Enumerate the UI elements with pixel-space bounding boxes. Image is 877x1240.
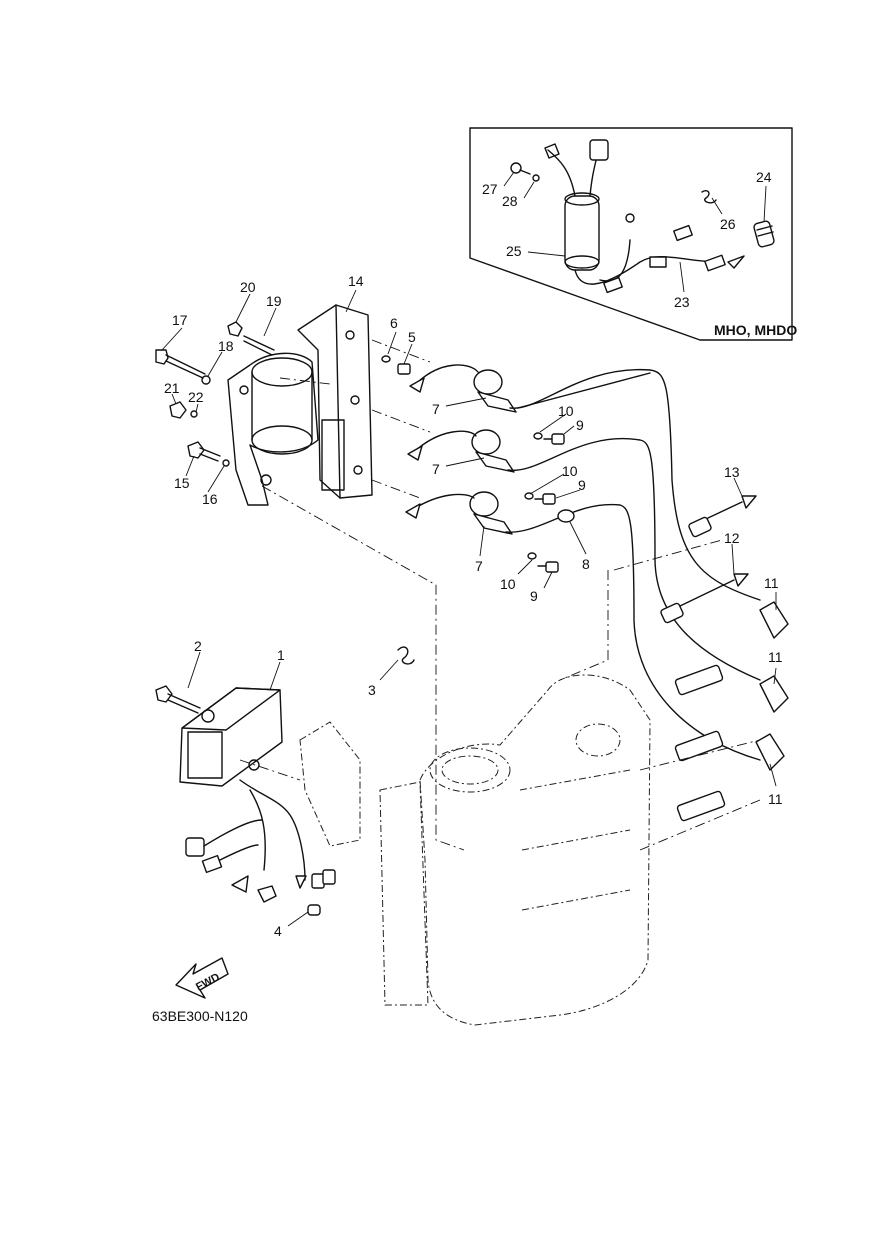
callout-9-c: 9 (530, 588, 538, 604)
callout-26: 26 (720, 216, 736, 232)
spark-plug-cap-11-b (759, 675, 789, 713)
callout-9-b: 9 (578, 477, 586, 493)
callout-19: 19 (266, 293, 282, 309)
washer-18 (201, 375, 211, 385)
spark-plug-c (676, 790, 726, 822)
callout-3: 3 (368, 682, 376, 698)
assembly-lines (239, 339, 761, 851)
callout-12: 12 (724, 530, 740, 546)
bolt-9-a (543, 433, 565, 445)
callout-7-b: 7 (432, 461, 440, 477)
figure-code: 63BE300-N120 (152, 1008, 248, 1024)
engine-block-outline (299, 674, 651, 1026)
bolt-5 (397, 363, 411, 375)
plug-cap-13 (688, 495, 757, 538)
callout-11-a: 11 (764, 575, 779, 591)
callout-10-b: 10 (562, 463, 578, 479)
bracket-main (227, 352, 319, 506)
callout-22: 22 (188, 389, 204, 405)
callout-11-c: 11 (768, 791, 783, 807)
leader-lines (161, 171, 777, 927)
inset-panel: MHO, MHDO (469, 127, 797, 341)
callout-6: 6 (390, 315, 398, 331)
spark-plug-a (674, 664, 724, 696)
pulser-coil-25 (544, 139, 745, 294)
callout-21: 21 (164, 380, 180, 396)
callout-11-b: 11 (768, 649, 783, 665)
bolt-9-c (537, 561, 559, 573)
callout-7-c: 7 (475, 558, 483, 574)
cap-4 (307, 904, 321, 916)
callout-4: 4 (274, 923, 282, 939)
washer-10-b (524, 492, 534, 500)
clip-26 (701, 189, 717, 204)
nut-20 (227, 321, 243, 337)
nut-21 (169, 401, 187, 419)
callout-24: 24 (756, 169, 772, 185)
callout-20: 20 (240, 279, 256, 295)
washer-28 (532, 174, 540, 182)
callout-15: 15 (174, 475, 190, 491)
grommet-8 (557, 509, 575, 523)
spark-plug-b (674, 730, 724, 762)
bolt-27 (510, 162, 531, 175)
spark-plug-cap-11-c (755, 733, 785, 771)
callout-18: 18 (218, 338, 234, 354)
clip-3 (397, 646, 415, 665)
washer-10-a (533, 432, 543, 440)
callout-8: 8 (582, 556, 590, 572)
bolt-9-b (534, 493, 556, 505)
callout-10-c: 10 (500, 576, 516, 592)
washer-10-c (527, 552, 537, 560)
callout-14: 14 (348, 273, 364, 289)
washer-6 (381, 355, 391, 363)
callout-7-a: 7 (432, 401, 440, 417)
callout-13: 13 (724, 464, 740, 480)
bolt-17 (155, 349, 206, 379)
spark-plug-cap-11-a (759, 601, 789, 639)
callout-16: 16 (202, 491, 218, 507)
callout-9-a: 9 (576, 417, 584, 433)
callout-5: 5 (408, 329, 416, 345)
callout-2: 2 (194, 638, 202, 654)
bolt-19 (243, 335, 275, 356)
ignition-coil-7-top (409, 364, 761, 601)
callout-25: 25 (506, 243, 522, 259)
washer-22 (190, 410, 198, 418)
callout-1: 1 (277, 647, 285, 663)
fwd-arrow-icon: FWD (175, 957, 229, 999)
plug-cap-12 (660, 573, 749, 624)
cdi-unit-1 (179, 687, 336, 903)
bolt-15 (187, 441, 221, 462)
callout-27: 27 (482, 181, 498, 197)
callout-labels: 1 2 3 4 5 6 7 7 7 8 9 9 9 10 10 10 11 11… (164, 169, 783, 939)
ignition-coil-7-mid (407, 429, 761, 681)
callout-17: 17 (172, 312, 188, 328)
inset-label: MHO, MHDO (714, 322, 797, 338)
callout-23: 23 (674, 294, 690, 310)
bracket-plate-14 (297, 304, 373, 499)
callout-10-a: 10 (558, 403, 574, 419)
callout-28: 28 (502, 193, 518, 209)
washer-16 (222, 459, 230, 467)
part-24 (753, 220, 775, 248)
bolt-2 (155, 685, 201, 714)
